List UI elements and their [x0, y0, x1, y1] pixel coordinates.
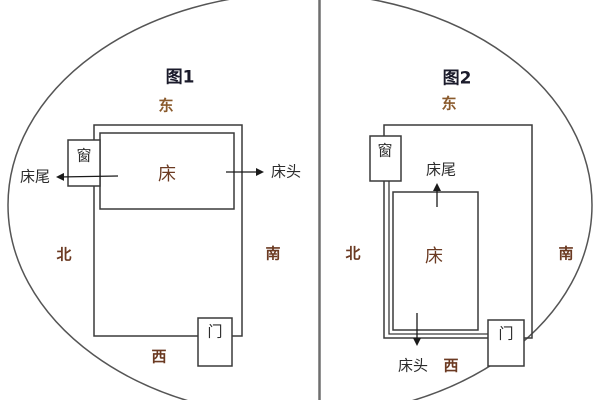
figure2-east-label: 东: [441, 94, 457, 113]
figure1-bed-foot-arrow: [56, 172, 119, 181]
figure2-title: 图2: [442, 68, 472, 89]
figure2-bed-head-label: 床头: [397, 356, 429, 375]
figure1-south-label: 南: [265, 244, 281, 263]
figure1-window-box: [67, 139, 101, 187]
figure1-door-box: [197, 317, 233, 367]
figure1-window-label: 窗: [76, 146, 92, 165]
figure1-room-wall: [93, 124, 243, 337]
figure2-window-box: [369, 135, 402, 182]
figure1-east-label: 东: [158, 96, 174, 115]
figure2-bed-label: 床: [425, 246, 443, 267]
figure1-west-label: 西: [151, 347, 167, 366]
outer-ellipse: [7, 0, 593, 400]
figure2-south-label: 南: [558, 244, 574, 263]
figure2-room: [369, 124, 533, 367]
figure1-bed: [99, 132, 235, 210]
figure1-door-label: 门: [207, 322, 223, 341]
figure1-bed-head-label: 床头: [270, 162, 302, 181]
figure1-title: 图1: [165, 67, 195, 88]
figure2-west-label: 西: [443, 356, 459, 375]
figure1-bed-label: 床: [158, 164, 176, 185]
figure2-north-label: 北: [345, 244, 361, 263]
figure2-inner-wall-line: [388, 181, 488, 335]
figure1-north-label: 北: [56, 245, 72, 264]
figure2-room-wall: [383, 124, 533, 339]
figure2-bed: [392, 191, 479, 331]
figure2-door-box: [487, 319, 525, 367]
figure1-room: [56, 124, 264, 367]
figure2-door-label: 门: [498, 324, 514, 343]
figure2-window-label: 窗: [377, 141, 393, 160]
figure2-bed-foot-label: 床尾: [425, 160, 457, 179]
figure1-bed-foot-label: 床尾: [19, 167, 51, 186]
